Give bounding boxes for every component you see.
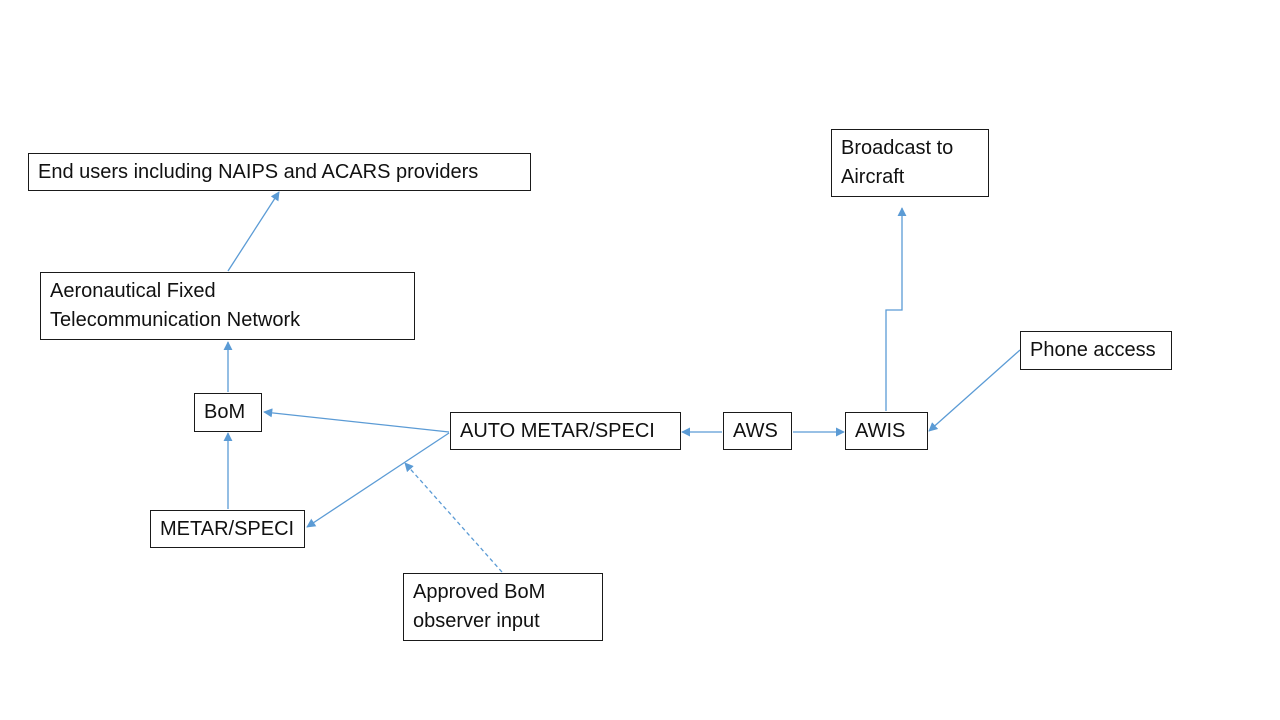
phone-access-box: Phone access: [1020, 331, 1172, 370]
broadcast-box: Broadcast to Aircraft: [831, 129, 989, 197]
approved-observer-box: Approved BoM observer input: [403, 573, 603, 641]
arrow-auto-metar-to-metar: [306, 432, 450, 528]
aws-box: AWS: [723, 412, 792, 450]
approved-observer-label-line-2: observer input: [413, 610, 540, 632]
arrow-auto-metar-to-bom: [263, 408, 450, 433]
aftn-label-line-2: Telecommunication Network: [50, 309, 301, 331]
end-users-label: End users including NAIPS and ACARS prov…: [38, 161, 479, 183]
aftn-label-line-1: Aeronautical Fixed: [50, 280, 216, 302]
broadcast-label-line-1: Broadcast to: [841, 137, 954, 159]
metar-speci-box: METAR/SPECI: [150, 510, 305, 548]
end-users-box: End users including NAIPS and ACARS prov…: [28, 153, 531, 191]
arrow-approved-to-auto-metar: [404, 462, 503, 573]
auto-metar-speci-box: AUTO METAR/SPECI: [450, 412, 681, 450]
awis-box: AWIS: [845, 412, 928, 450]
arrow-phone-to-awis: [928, 349, 1021, 432]
bom-box: BoM: [194, 393, 262, 432]
aftn-box: Aeronautical Fixed Telecommunication Net…: [40, 272, 415, 340]
arrow-aftn-to-end-users: [227, 191, 280, 272]
aws-label: AWS: [733, 420, 778, 442]
metar-speci-label: METAR/SPECI: [160, 518, 295, 540]
bom-label: BoM: [204, 401, 246, 423]
broadcast-label-line-2: Aircraft: [841, 166, 905, 188]
auto-metar-speci-label: AUTO METAR/SPECI: [460, 420, 655, 442]
awis-label: AWIS: [855, 420, 906, 442]
arrow-awis-to-broadcast: [885, 207, 907, 411]
approved-observer-label-line-1: Approved BoM: [413, 581, 546, 603]
phone-access-label: Phone access: [1030, 339, 1156, 361]
